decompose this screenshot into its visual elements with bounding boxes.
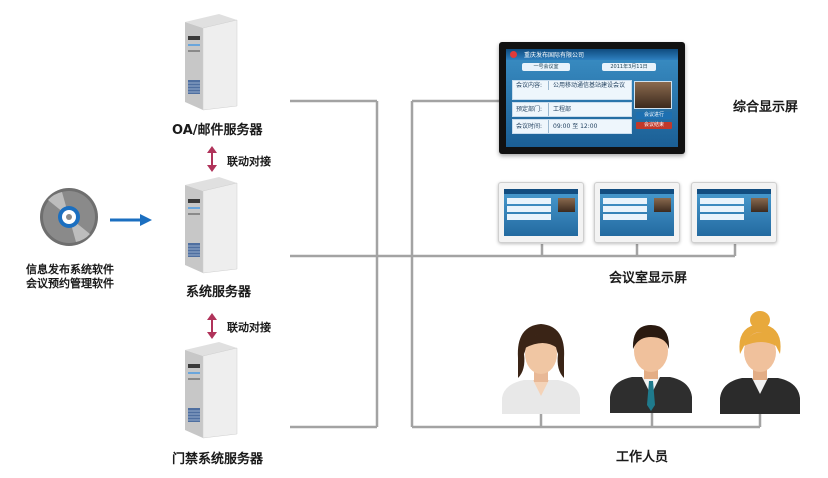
woman-avatar-icon [502,324,580,414]
link-label-2: 联动对接 [227,321,271,334]
screen-btn-end: 会议结束 [636,122,672,129]
screen-row-time: 会议时间:09:00 至 12:00 [512,119,632,134]
meeting-room-photo [558,198,575,212]
staff-label: 工作人员 [616,450,669,465]
door-server-icon [185,342,238,439]
software-label-1: 信息发布系统软件 [26,263,114,276]
link-label-1: 联动对接 [227,155,271,168]
link-arrow-icon [207,146,217,172]
door-server-label: 门禁系统服务器 [172,452,264,467]
software-label-2: 会议预约管理软件 [26,277,114,290]
room-display-tablet [594,182,680,243]
link-arrow-icon [207,313,217,339]
screen-row-content: 会议内容:公用移动通信基站建设会议 [512,80,632,100]
screen-btn-ongoing: 会议进行 [636,112,672,119]
screen-row-dept: 预定部门:工程部 [512,102,632,117]
disc-icon [40,188,98,246]
man-avatar-icon [610,325,692,413]
meeting-room-photo [654,198,671,212]
logo-icon [510,51,517,58]
screen-date: 2011年3月11日 [602,63,656,71]
screen-room-tab: 一号会议室 [522,63,570,71]
main-display-label: 综合显示屏 [733,100,799,115]
system-server-icon [185,177,238,274]
screen-header-title: 重庆发布国际有限公司 [524,52,585,59]
main-display-screen: 重庆发布国际有限公司 一号会议室 2011年3月11日 会议内容:公用移动通信基… [499,42,685,154]
arrow-right-icon [110,214,152,226]
meeting-room-photo [751,198,768,212]
oa-server-icon [185,14,238,111]
woman-blonde-avatar-icon [720,311,800,414]
meeting-room-photo [634,81,672,109]
room-display-tablet [691,182,777,243]
system-server-label: 系统服务器 [186,285,252,300]
oa-server-label: OA/邮件服务器 [172,123,263,138]
room-display-label: 会议室显示屏 [609,271,688,286]
room-display-tablet [498,182,584,243]
